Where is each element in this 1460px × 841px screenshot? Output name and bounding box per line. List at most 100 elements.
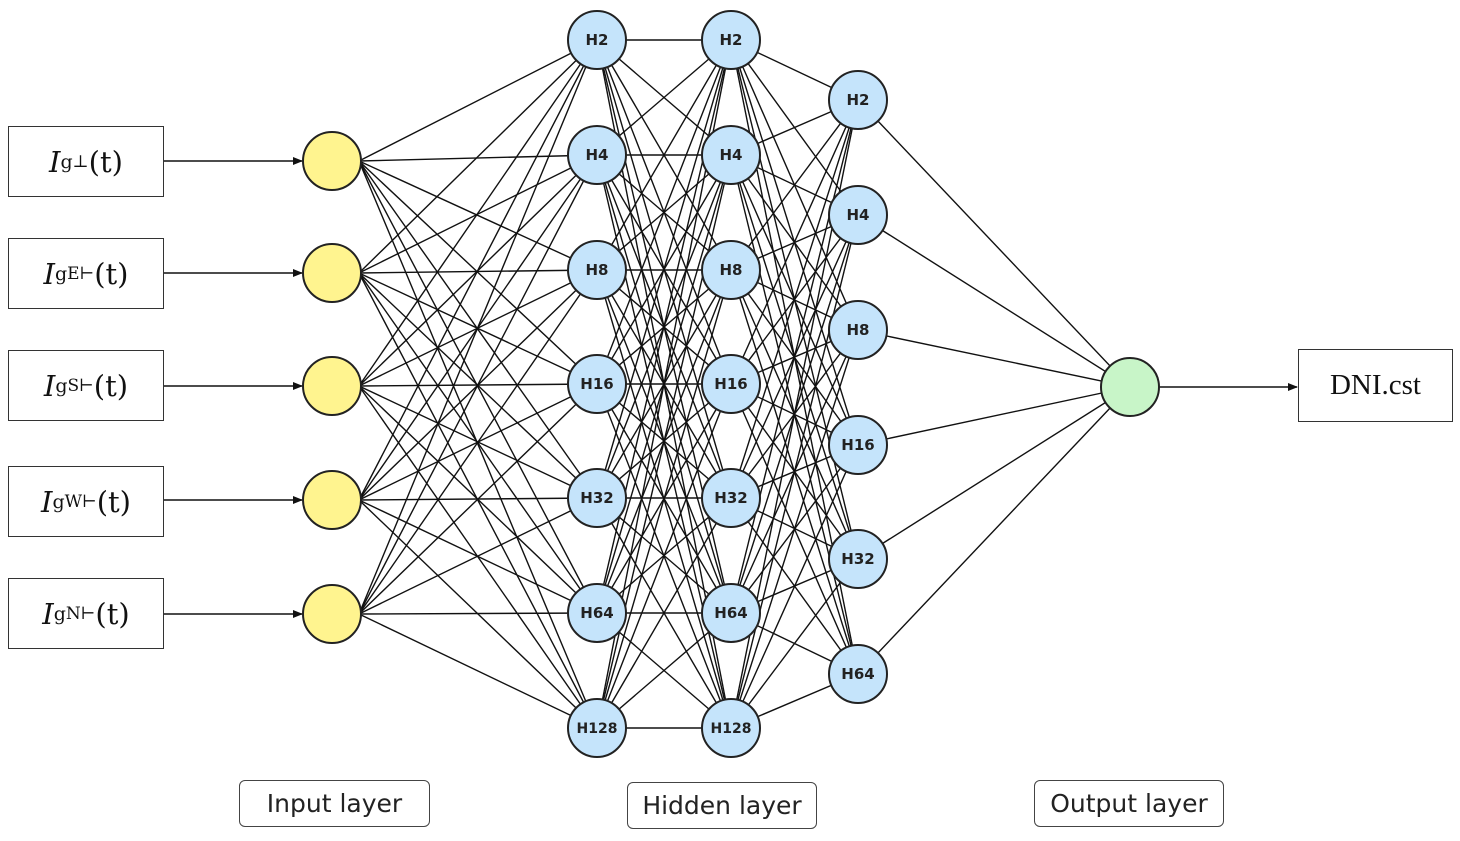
hidden-layer-label: Hidden layer (627, 782, 817, 829)
input-argument: (t) (94, 256, 129, 291)
input-argument: (t) (95, 596, 130, 631)
node-label: H128 (577, 721, 618, 737)
hidden1-node (567, 354, 627, 414)
connection-edge (857, 329, 1131, 388)
connection-edge (358, 39, 598, 501)
connection-edge (730, 99, 859, 614)
connection-edge (358, 160, 598, 729)
connection-edge (596, 497, 732, 729)
node-label: H2 (847, 91, 870, 109)
connection-edge (730, 99, 859, 385)
input-argument: (t) (93, 368, 129, 403)
connection-edge (857, 386, 1131, 446)
input-superscript: W⊢ (64, 491, 97, 512)
connection-edge (358, 269, 598, 615)
connection-edge (730, 99, 859, 271)
input-superscript: N⊢ (65, 603, 96, 624)
node-label: H8 (847, 321, 870, 339)
connection-edge (358, 160, 598, 271)
input-superscript: S⊢ (67, 375, 94, 396)
connection-edge (358, 154, 598, 162)
input-symbol: I (43, 256, 55, 291)
input-node (302, 243, 362, 303)
output-node (1100, 357, 1160, 417)
input-symbol: I (49, 144, 61, 179)
connection-edge (596, 383, 732, 729)
input-argument: (t) (88, 144, 123, 179)
node-label: H64 (714, 604, 747, 622)
hidden2-node (701, 125, 761, 185)
hidden2-node (701, 698, 761, 758)
input-subscript: g (53, 602, 66, 625)
output-layer-label: Output layer (1034, 780, 1224, 827)
node-label: H2 (586, 31, 609, 49)
hidden3-node (828, 185, 888, 245)
connection-edge (596, 269, 732, 729)
connection-edge (358, 154, 598, 615)
input-node (302, 131, 362, 191)
connection-edge (730, 444, 859, 729)
connection-edge (358, 272, 598, 729)
hidden1-node (567, 10, 627, 70)
connection-edge (730, 214, 859, 729)
hidden3-node (828, 529, 888, 589)
connection-edge (358, 383, 598, 615)
connection-edge (358, 160, 598, 499)
hidden3-node (828, 300, 888, 360)
input-symbol: I (40, 484, 53, 519)
connection-edge (596, 39, 732, 385)
hidden2-node (701, 240, 761, 300)
hidden3-node (828, 70, 888, 130)
connection-edge (358, 160, 598, 385)
node-label: H64 (580, 604, 613, 622)
node-label: H8 (586, 261, 609, 279)
hidden1-node (567, 698, 627, 758)
connection-edge (730, 329, 859, 729)
input-node (302, 584, 362, 644)
connection-edge (857, 386, 1131, 675)
node-label: H16 (841, 436, 874, 454)
connection-edge (358, 160, 598, 614)
hidden3-node (828, 644, 888, 704)
node-label: H16 (580, 375, 613, 393)
hidden1-node (567, 125, 627, 185)
input-subscript: g (54, 262, 68, 285)
node-label: H4 (847, 206, 870, 224)
connection-edge (358, 612, 598, 615)
hidden1-node (567, 583, 627, 643)
connection-edge (857, 214, 1131, 388)
input-subscript: g (52, 490, 65, 513)
input-superscript: ⊥ (72, 151, 89, 172)
connection-edge (857, 386, 1131, 560)
node-label: H32 (714, 489, 747, 507)
node-label: H4 (586, 146, 609, 164)
connection-edge (857, 99, 1131, 388)
input-layer-label: Input layer (239, 780, 430, 827)
hidden2-node (701, 10, 761, 70)
connection-edge (730, 99, 859, 499)
input-node (302, 470, 362, 530)
connection-edge (358, 613, 598, 729)
hidden1-node (567, 240, 627, 300)
hidden2-node (701, 354, 761, 414)
connection-edge (358, 39, 598, 615)
input-superscript: E⊢ (67, 263, 95, 284)
input-argument: (t) (96, 484, 132, 519)
input-subscript: g (55, 374, 68, 397)
node-label: H32 (841, 550, 874, 568)
hidden2-node (701, 468, 761, 528)
hidden1-node (567, 468, 627, 528)
output-box: DNI.cst (1298, 349, 1453, 422)
input-symbol: I (42, 596, 54, 631)
connection-edge (358, 39, 598, 274)
input-symbol: I (43, 368, 56, 403)
node-label: H4 (720, 146, 743, 164)
connection-edge (730, 558, 859, 729)
input-node (302, 356, 362, 416)
